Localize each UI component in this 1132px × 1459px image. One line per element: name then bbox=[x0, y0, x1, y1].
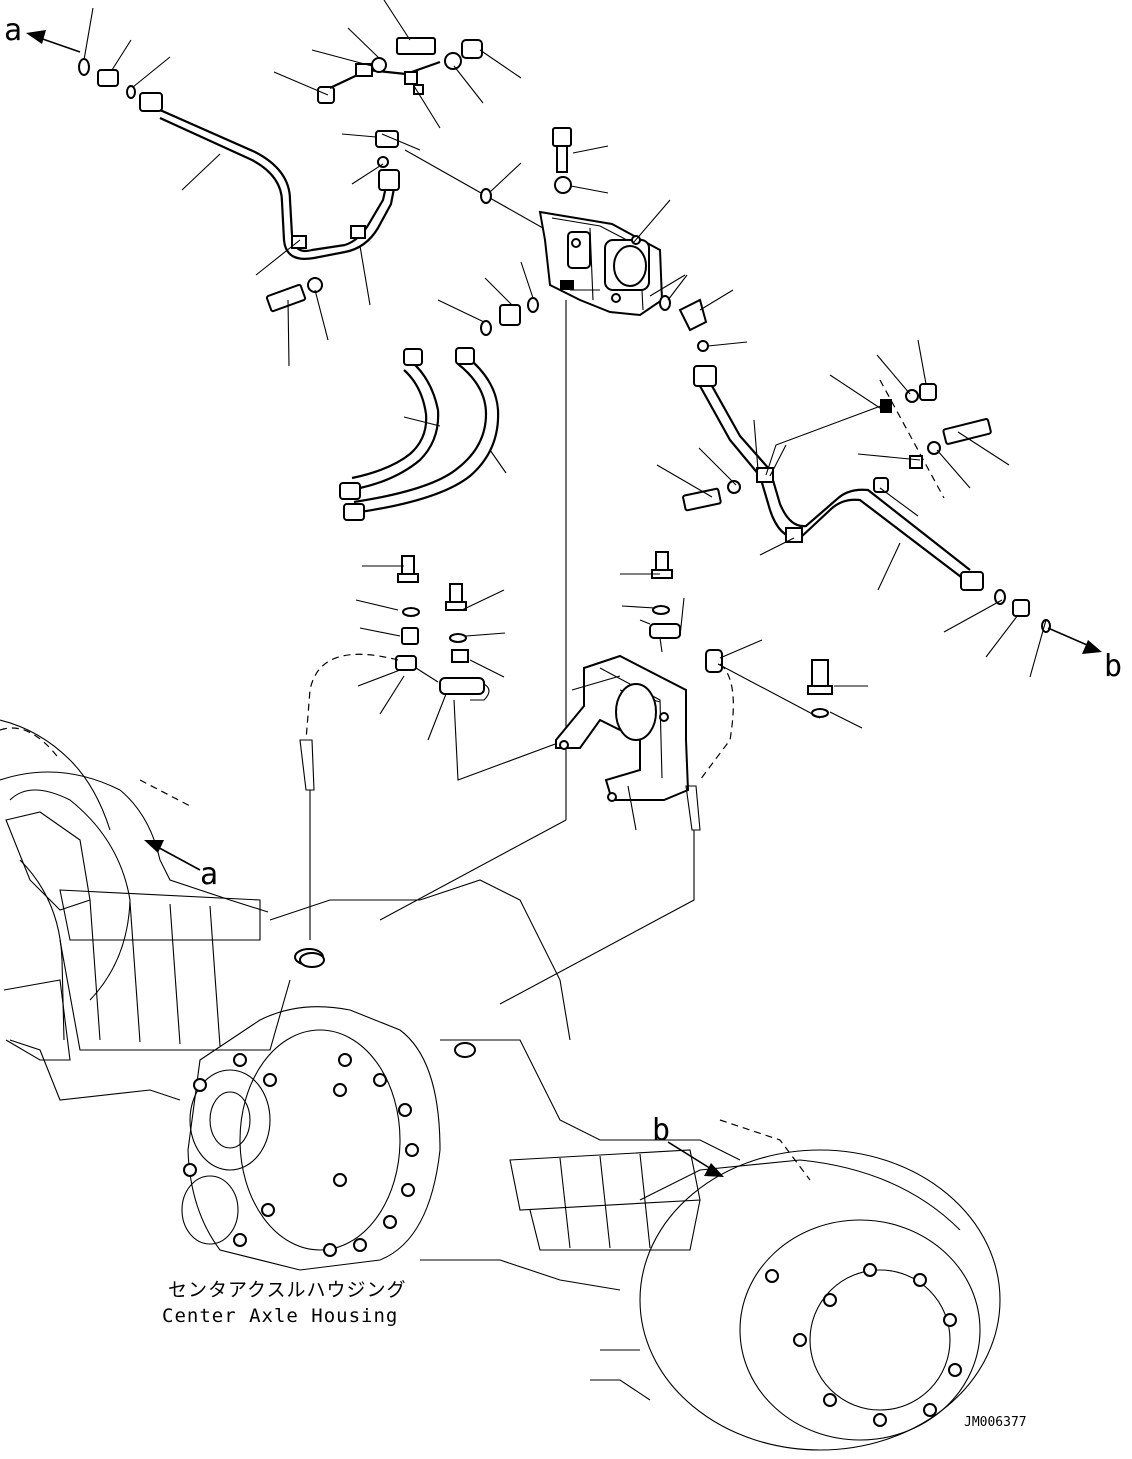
reference-arrows bbox=[26, 30, 1102, 1177]
center-axle-housing bbox=[0, 719, 1001, 1451]
right-tube-assembly bbox=[656, 339, 1051, 678]
caption-japanese: センタアクスルハウジング bbox=[168, 1279, 406, 1301]
drawing-code: JM006377 bbox=[964, 1415, 1027, 1430]
right-sensor bbox=[499, 551, 868, 1005]
reference-b-axle: b bbox=[652, 1113, 670, 1148]
reference-b-right: b bbox=[1104, 649, 1122, 684]
hose-pair bbox=[339, 347, 507, 521]
reference-a-axle: a bbox=[200, 857, 218, 892]
caption-english: Center Axle Housing bbox=[162, 1305, 398, 1327]
left-tube-assembly bbox=[78, 0, 522, 367]
valve-body bbox=[381, 127, 748, 820]
reference-a-top: a bbox=[4, 13, 22, 48]
mounting-bracket bbox=[555, 654, 690, 831]
sensor-harness bbox=[294, 555, 567, 966]
